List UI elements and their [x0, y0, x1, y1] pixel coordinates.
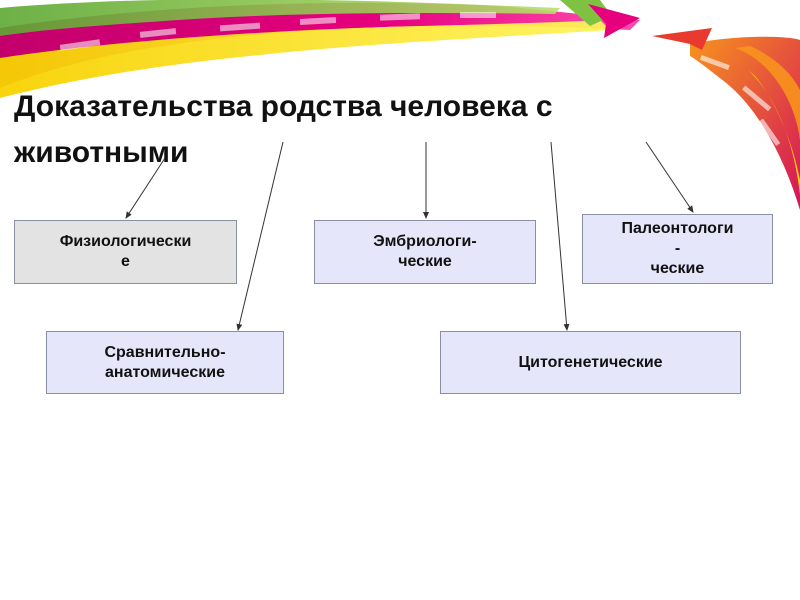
arrow-to-cytogenetic [551, 142, 567, 330]
box-paleontological-label: Палеонтологи - ческие [622, 219, 734, 279]
box-physiological: Физиологически е [14, 220, 237, 284]
box-cytogenetic: Цитогенетические [440, 331, 741, 394]
arrow-to-paleontological [646, 142, 693, 212]
arrow-to-physiological [126, 158, 165, 218]
box-embryological: Эмбриологи- ческие [314, 220, 536, 284]
box-physiological-label: Физиологически е [60, 232, 192, 272]
box-comparative-anatomical-label: Сравнительно- анатомические [104, 343, 225, 383]
box-paleontological: Палеонтологи - ческие [582, 214, 773, 284]
box-cytogenetic-label: Цитогенетические [518, 353, 662, 373]
arrow-to-comparative-anatomical [238, 142, 283, 330]
box-embryological-label: Эмбриологи- ческие [373, 232, 476, 272]
box-comparative-anatomical: Сравнительно- анатомические [46, 331, 284, 394]
